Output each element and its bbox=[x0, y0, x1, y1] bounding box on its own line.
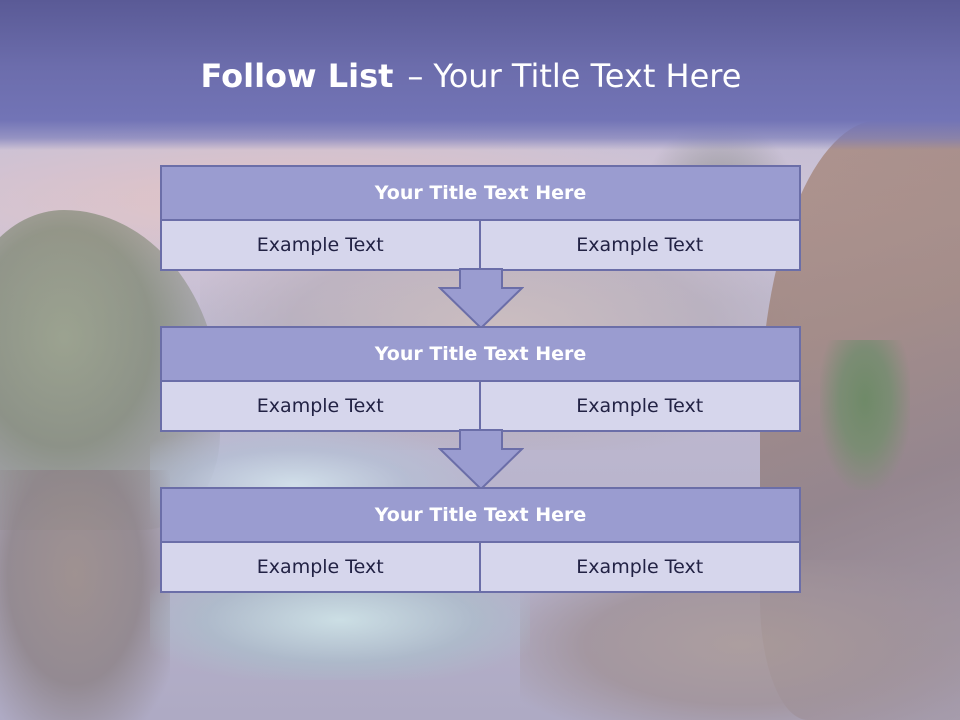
slide-title-bold: Follow List bbox=[200, 57, 394, 95]
block-title: Your Title Text Here bbox=[160, 326, 801, 382]
block-cell-right: Example Text bbox=[480, 382, 801, 432]
slide-title-rest: Your Title Text Here bbox=[433, 57, 742, 95]
block-row: Example Text Example Text bbox=[160, 221, 801, 271]
background-waterfall bbox=[150, 580, 530, 680]
block-row: Example Text Example Text bbox=[160, 543, 801, 593]
background-tree-right bbox=[820, 340, 910, 490]
list-block-2: Your Title Text Here Example Text Exampl… bbox=[160, 326, 801, 432]
down-arrow-icon bbox=[438, 268, 524, 330]
block-row: Example Text Example Text bbox=[160, 382, 801, 432]
background-rocks-left bbox=[0, 470, 170, 720]
block-cell-left: Example Text bbox=[160, 543, 481, 593]
block-title: Your Title Text Here bbox=[160, 165, 801, 221]
block-cell-left: Example Text bbox=[160, 382, 481, 432]
block-title: Your Title Text Here bbox=[160, 487, 801, 543]
list-block-1: Your Title Text Here Example Text Exampl… bbox=[160, 165, 801, 271]
down-arrow-icon bbox=[438, 429, 524, 491]
block-cell-right: Example Text bbox=[480, 221, 801, 271]
block-cell-left: Example Text bbox=[160, 221, 481, 271]
title-banner bbox=[0, 0, 960, 150]
block-cell-right: Example Text bbox=[480, 543, 801, 593]
slide-title-dash: – bbox=[407, 57, 424, 95]
list-block-3: Your Title Text Here Example Text Exampl… bbox=[160, 487, 801, 593]
slide-title: Follow List–Your Title Text Here bbox=[0, 55, 951, 97]
